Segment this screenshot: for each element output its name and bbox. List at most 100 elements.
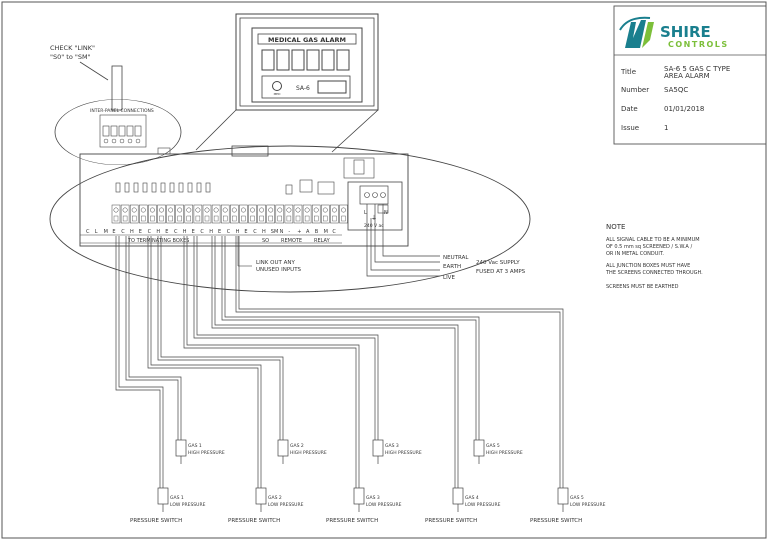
psu-supply-label: 240 V ac [364,223,384,229]
terminal-clamp [323,215,328,222]
supply-line1: 240 Vac SUPPLY [476,260,520,266]
switch-caption: PRESSURE SWITCH [326,518,378,524]
terminal-clamp [250,215,255,222]
terminal [257,204,266,224]
title-block: SHIRE CONTROLS Title SA-6 5 GAS C TYPE A… [613,5,767,145]
note1-line1: ALL SIGNAL CABLE TO BE A MINIMUM [606,237,700,243]
terminal-clamp [150,215,155,222]
terminal-screw [213,207,219,213]
tb-number-label: Number [621,86,649,94]
terminal-screw [313,207,319,213]
terminal-clamp [295,215,301,222]
group-label-relay: RELAY [314,238,331,244]
note2-line1: ALL JUNCTION BOXES MUST HAVE [606,263,690,269]
terminal-screw [195,207,201,213]
terminal-label: H [209,229,213,235]
cable [211,236,456,488]
terminal-label: H [130,229,134,235]
switch-caption: PRESSURE SWITCH [228,518,280,524]
switch-body [452,487,464,505]
terminal-label: SM [271,229,279,235]
terminal [248,204,257,224]
switch-body [277,439,289,457]
switch-desc: LOW PRESSURE [268,502,304,508]
terminal-screw [259,207,265,213]
terminal [202,204,212,224]
alarm-panel: MEDICAL GAS ALARM MED SA-6 [235,13,379,111]
switch-desc: HIGH PRESSURE [385,450,422,456]
panel-indicators [261,49,350,71]
terminal-label: N [280,229,284,235]
group-label-remote: REMOTE [281,238,302,244]
check-link-line1: CHECK "LINK" [50,44,95,52]
switch-name: GAS 4 [465,495,479,501]
terminal-screw [268,207,274,213]
terminal-label: C [227,229,231,235]
switch-name: GAS 5 [486,443,500,449]
terminal [321,204,330,224]
switch-name: GAS 3 [366,495,380,501]
terminal [275,204,285,224]
terminal-label: M [104,229,108,235]
terminal-label: M [324,229,328,235]
psu-label-l: L [364,210,367,216]
terminal [111,204,121,224]
terminal-label: H [262,229,266,235]
terminal-label: - [288,229,290,235]
switch-desc: LOW PRESSURE [570,502,606,508]
switch-body [175,439,187,457]
terminal-label: B [315,229,319,235]
terminal [139,204,148,224]
cable [235,236,561,488]
tb-date-label: Date [621,105,638,113]
terminal-screw [222,207,228,213]
terminal-screw [159,207,164,213]
terminal-label: H [236,229,240,235]
terminal [293,204,303,224]
cable [224,236,480,440]
switch-desc: HIGH PRESSURE [486,450,523,456]
tb-title-value-1: SA-6 5 GAS C TYPE [664,65,730,73]
brand-name: SHIRE [660,23,711,41]
mains-earth: EARTH [443,264,461,270]
mains-neutral: NEUTRAL [443,255,469,261]
switch-desc: LOW PRESSURE [366,502,402,508]
switch-body [157,487,169,505]
terminal-clamp [113,215,119,222]
group-label-so: SO [262,238,269,244]
terminal-clamp [304,215,310,222]
terminal-label: E [139,229,142,235]
notes-heading: NOTE [606,223,625,231]
terminal-screw [341,207,346,213]
switch-body [557,487,569,505]
terminal-screw [149,207,155,213]
signal-cables [115,236,564,488]
terminal-screw [186,207,192,213]
cable [150,236,262,488]
terminal-label: H [183,229,187,235]
terminal-screw [277,207,283,213]
cable [125,236,179,440]
switch-caption: PRESSURE SWITCH [425,518,477,524]
terminal [330,204,339,224]
terminal-screw [331,207,337,213]
switch-name: GAS 2 [290,443,304,449]
brand-subname: CONTROLS [668,40,729,49]
inset-title: INTER-PANEL CONNECTIONS [90,108,154,114]
terminal [120,204,130,224]
cable [115,236,161,488]
switch-caption: PRESSURE SWITCH [130,518,182,524]
terminal [266,204,275,224]
terminal [211,204,221,224]
note1-line3: OR IN METAL CONDUIT. [606,251,664,257]
terminal-clamp [232,215,237,222]
tb-number-value: SA5QC [664,86,688,94]
cable [118,236,164,488]
terminal-strip [111,204,348,224]
